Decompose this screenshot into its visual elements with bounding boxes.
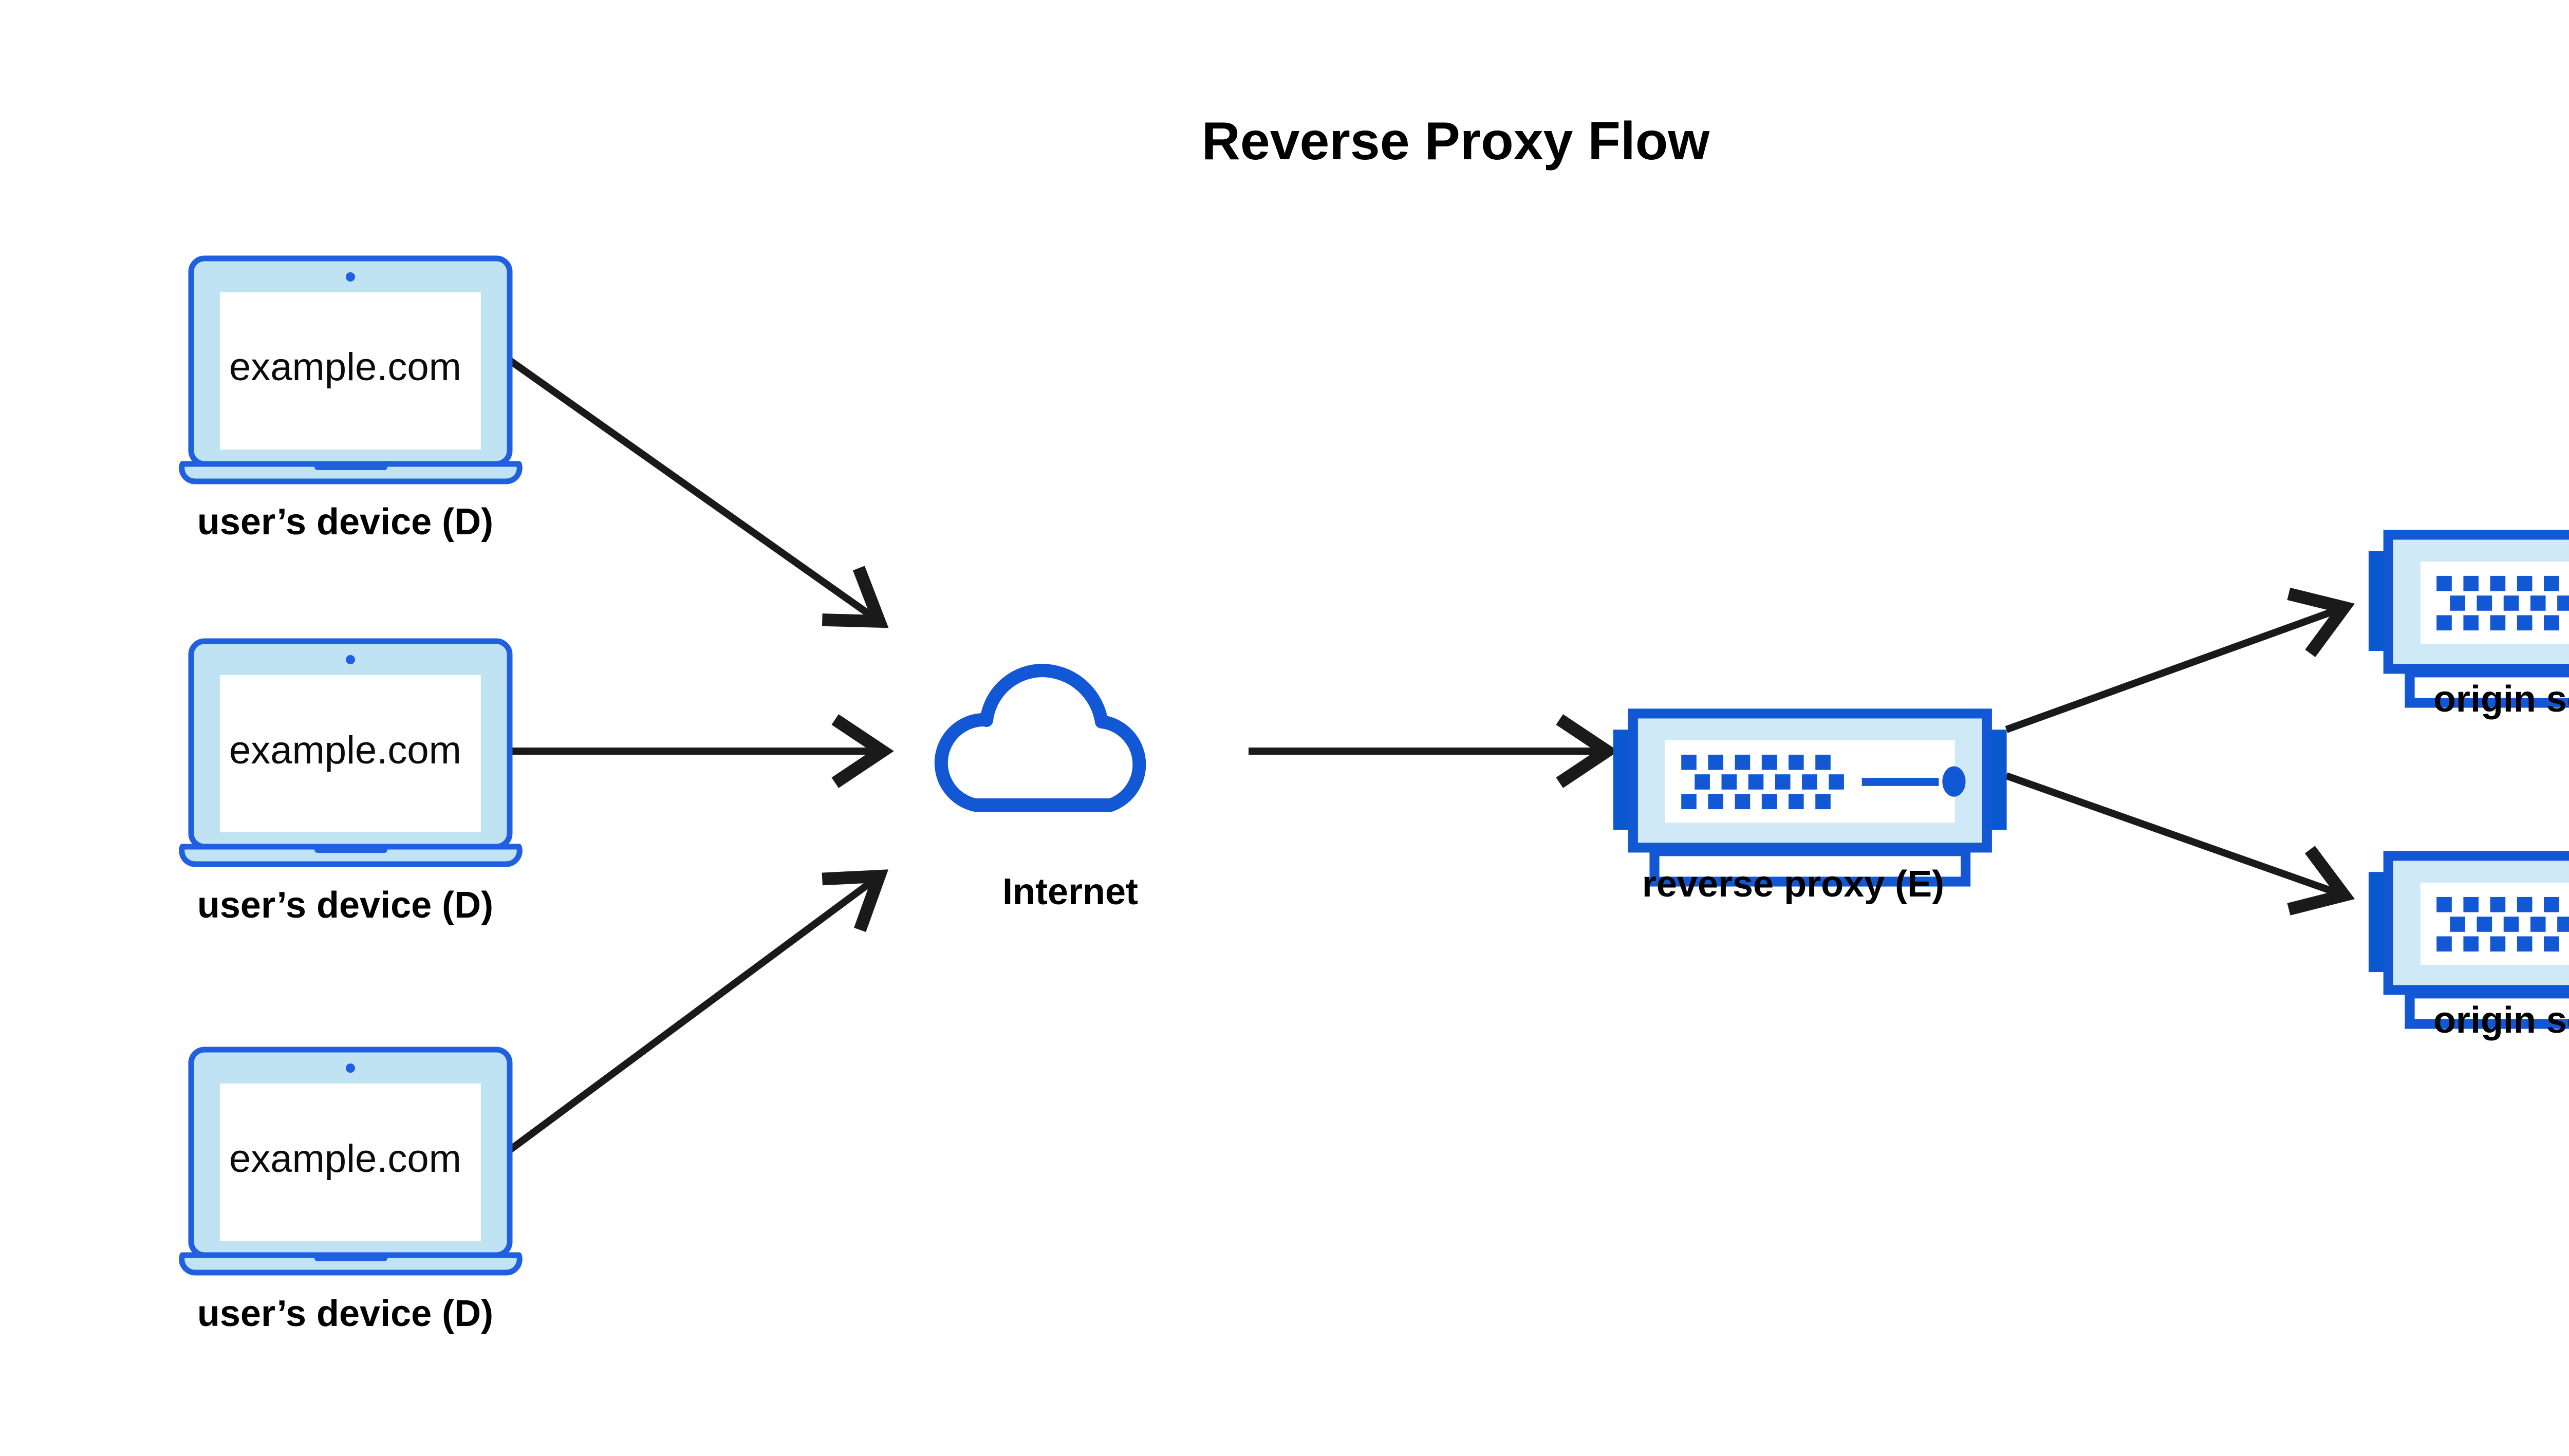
edge-proxy-to-origin-bottom xyxy=(2005,772,2355,916)
node-internet[interactable]: Internet xyxy=(941,670,1140,912)
page-title: Reverse Proxy Flow xyxy=(1202,111,1710,171)
reverse-proxy-label: reverse proxy (E) xyxy=(1642,864,1944,905)
node-reverse-proxy[interactable]: reverse proxy (E) xyxy=(1613,714,2007,905)
server-icon xyxy=(2369,856,2569,1024)
node-client-top[interactable]: example.com user’s device (D) xyxy=(182,258,520,543)
node-client-bottom[interactable]: example.com user’s device (D) xyxy=(182,1050,520,1334)
server-icon xyxy=(2369,535,2569,703)
edge-client-bottom-to-internet xyxy=(506,869,889,1154)
node-client-middle[interactable]: example.com user’s device (D) xyxy=(182,641,520,926)
client-bottom-screen-text: example.com xyxy=(229,1137,461,1181)
client-top-label: user’s device (D) xyxy=(197,501,493,543)
node-origin-bottom[interactable]: origin server (F) xyxy=(2369,856,2569,1041)
node-origin-top[interactable]: origin server (F) xyxy=(2369,535,2569,720)
edge-proxy-to-origin-top xyxy=(2005,587,2355,733)
internet-label: Internet xyxy=(1002,871,1138,912)
client-bottom-label: user’s device (D) xyxy=(197,1293,493,1334)
origin-bottom-label: origin server (F) xyxy=(2433,1000,2569,1041)
client-middle-label: user’s device (D) xyxy=(197,885,493,926)
origin-top-label: origin server (F) xyxy=(2433,679,2569,720)
client-top-screen-text: example.com xyxy=(229,345,461,389)
client-middle-screen-text: example.com xyxy=(229,729,461,772)
cloud-icon xyxy=(941,670,1140,805)
edge-layer xyxy=(506,357,2355,1154)
server-icon xyxy=(1613,714,2007,882)
edge-client-top-to-internet xyxy=(506,357,889,628)
